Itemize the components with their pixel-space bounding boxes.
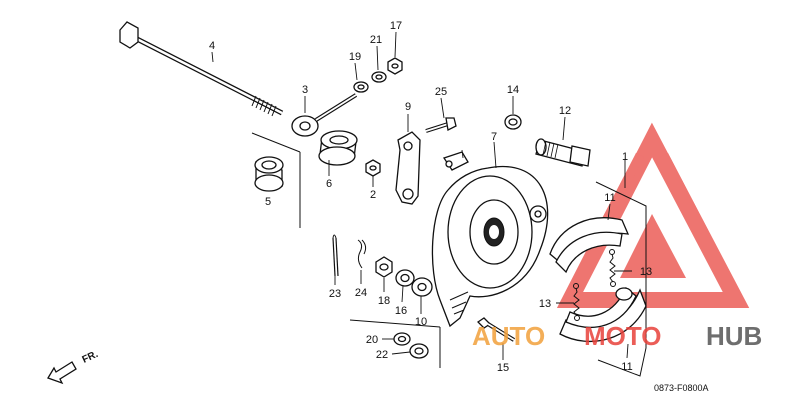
callout-23: 23 [329, 288, 341, 300]
catalog-code: 0873-F0800A [654, 383, 709, 393]
watermark-wordmark: AUTO MOTO HUB [472, 321, 762, 351]
brake-shoe-upper-part-11 [549, 217, 630, 274]
callout-16: 16 [395, 305, 407, 317]
washer-part-14 [504, 114, 522, 130]
callout-10: 10 [415, 316, 427, 328]
group-divider-left [251, 132, 301, 153]
callout-24: 24 [355, 287, 367, 299]
nut-part-18 [375, 256, 393, 278]
watermark-word-auto: AUTO [472, 321, 545, 351]
callout-12: 12 [559, 105, 571, 117]
callout-25: 25 [435, 86, 447, 98]
part-callouts: 1 2 3 4 5 6 7 9 10 11 11 12 13 13 14 15 … [209, 20, 652, 374]
clip-part-24 [357, 239, 367, 269]
washer-part-21 [371, 71, 387, 83]
callout-18: 18 [378, 295, 390, 307]
shoe-assembly-outline [595, 181, 647, 377]
watermark-word-moto: MOTO [584, 321, 662, 351]
callout-21: 21 [370, 34, 382, 46]
collar-part-6 [318, 130, 358, 166]
brake-arm-part-9 [395, 131, 421, 205]
adjuster-bolt-part-3 [291, 93, 358, 137]
brake-panel-part-7 [431, 165, 549, 328]
washer-part-20 [393, 332, 411, 346]
callout-1: 1 [622, 151, 628, 163]
brake-shoe-lower-part-11 [559, 286, 647, 342]
callout-2: 2 [370, 189, 376, 201]
callout-13-left: 13 [539, 298, 551, 310]
wear-indicator-plate [442, 151, 469, 171]
group-divider-bottom [349, 319, 441, 328]
watermark-word-hub: HUB [706, 321, 762, 351]
nut-part-17 [387, 57, 403, 75]
washer-part-16 [395, 269, 415, 287]
brake-cam-part-12 [535, 138, 591, 167]
callout-11-lower: 11 [621, 361, 632, 373]
callout-11-upper: 11 [604, 192, 615, 204]
callout-14: 14 [507, 84, 519, 96]
nut-part-2 [365, 159, 381, 177]
watermark-triangle-inner [620, 214, 686, 278]
callout-9: 9 [405, 101, 411, 113]
callout-4: 4 [209, 40, 215, 52]
cotter-pin-part-23 [332, 234, 339, 277]
front-direction-arrow: FR. [47, 349, 100, 385]
callout-22: 22 [376, 349, 388, 361]
spring-part-13-a [609, 249, 616, 287]
axle-part-4 [119, 21, 284, 117]
callout-19: 19 [349, 51, 361, 63]
washer-part-22 [409, 343, 429, 359]
bolt-part-25 [425, 117, 457, 133]
front-direction-label: FR. [81, 349, 100, 366]
callout-17: 17 [390, 20, 402, 32]
washer-part-19 [353, 81, 369, 93]
bolt-part-15 [476, 317, 516, 342]
collar-part-5 [254, 156, 284, 192]
washer-part-10 [411, 277, 433, 297]
callout-5: 5 [265, 196, 271, 208]
callout-15: 15 [497, 362, 509, 374]
spring-part-13-b [573, 283, 580, 321]
callout-7: 7 [491, 131, 497, 143]
callout-20: 20 [366, 334, 378, 346]
callout-3: 3 [302, 84, 308, 96]
callout-6: 6 [326, 178, 332, 190]
callout-13-right: 13 [640, 266, 652, 278]
